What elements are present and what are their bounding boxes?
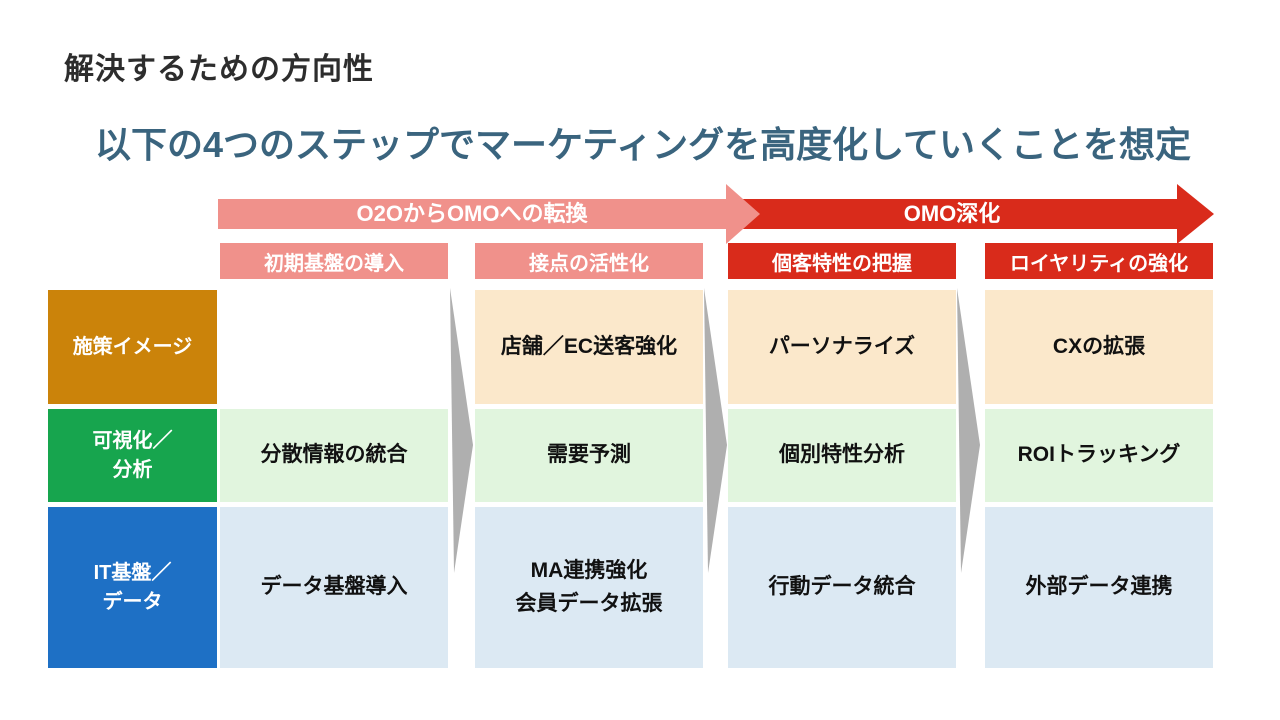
column-header-initial-foundation: 初期基盤の導入 (220, 243, 448, 279)
cell-measures-step1 (220, 290, 448, 404)
right-arrow-icon (218, 184, 760, 244)
cell-measures-step3: パーソナライズ (728, 290, 956, 404)
cell-it-step1: データ基盤導入 (220, 507, 448, 668)
row-label-it-foundation-data: IT基盤／ データ (48, 507, 217, 668)
page-title: 解決するための方向性 (64, 53, 374, 86)
column-header-touchpoint-activation: 接点の活性化 (475, 243, 703, 279)
cell-measures-step4: CXの拡張 (985, 290, 1213, 404)
cell-analysis-step1: 分散情報の統合 (220, 409, 448, 502)
cell-analysis-step3: 個別特性分析 (728, 409, 956, 502)
column-divider-arrow-icon (704, 288, 727, 573)
cell-analysis-step2: 需要予測 (475, 409, 703, 502)
column-header-loyalty: ロイヤリティの強化 (985, 243, 1213, 279)
cell-it-step4: 外部データ連携 (985, 507, 1213, 668)
banner-o2o-to-omo: O2OからOMOへの転換 (218, 184, 760, 244)
column-header-customer-traits: 個客特性の把握 (728, 243, 956, 279)
banner-omo-deepening: OMO深化 (727, 184, 1214, 244)
cell-it-step3: 行動データ統合 (728, 507, 956, 668)
column-divider-arrow-icon (957, 288, 980, 573)
row-label-measures: 施策イメージ (48, 290, 217, 404)
column-divider-arrow-icon (450, 288, 473, 573)
right-arrow-icon (727, 184, 1214, 244)
slide-subtitle: 以下の4つのステップでマーケティングを高度化していくことを想定 (95, 124, 1192, 165)
banner-label-o2o: O2OからOMOへの転換 (356, 201, 588, 226)
cell-measures-step2: 店舗／EC送客強化 (475, 290, 703, 404)
row-label-visualization-analysis: 可視化／ 分析 (48, 409, 217, 502)
banner-label-omo: OMO深化 (903, 201, 1001, 226)
cell-it-step2: MA連携強化 会員データ拡張 (475, 507, 703, 668)
cell-analysis-step4: ROIトラッキング (985, 409, 1213, 502)
